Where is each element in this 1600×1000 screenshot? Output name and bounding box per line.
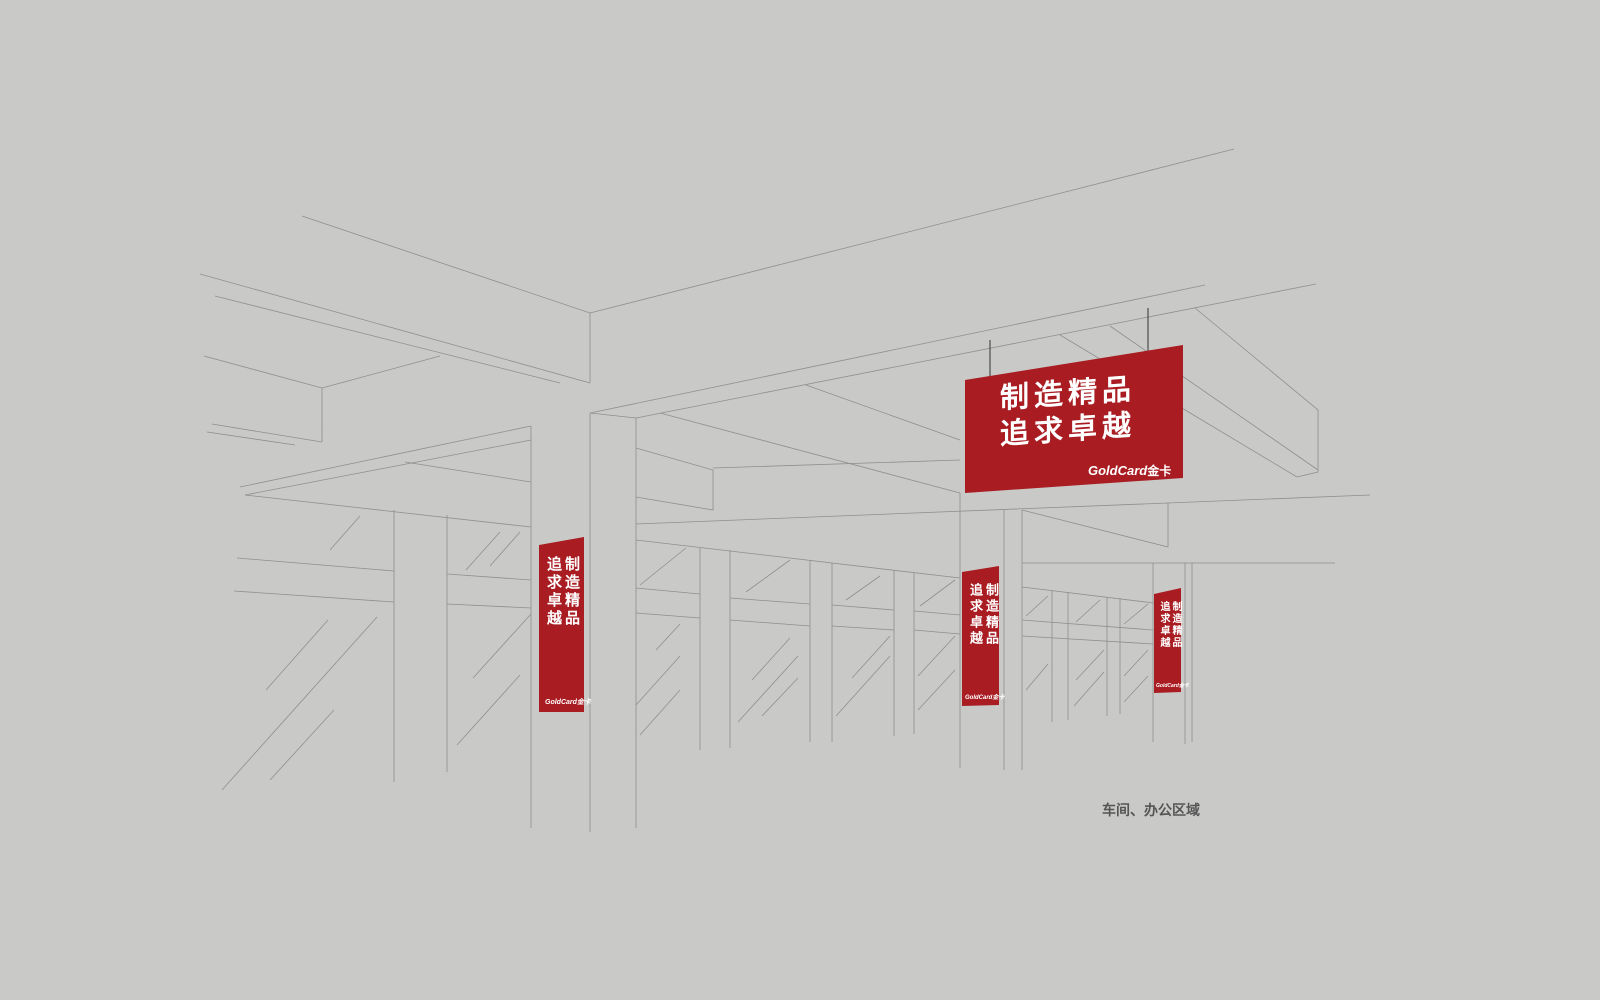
column-banner-1 [539, 537, 584, 712]
brand-cn: 金卡 [1147, 464, 1172, 478]
brand-cn: 金卡 [1178, 683, 1189, 689]
sign-hanging-wires [989, 308, 1149, 378]
banner-1-line-2: 追求卓越 [545, 556, 563, 628]
columns [393, 413, 1193, 832]
banner-3-line-1: 制造精品 [1170, 601, 1181, 649]
brand-cn: 金卡 [992, 695, 1005, 701]
banner-2-brand: GoldCard金卡 [965, 692, 1004, 701]
column-banner-2 [962, 566, 999, 706]
brand-latin: GoldCard [1156, 683, 1179, 689]
column-banner-3 [1154, 588, 1181, 693]
banner-3-text: 制造精品 追求卓越 [1157, 601, 1181, 649]
brand-cn: 金卡 [576, 699, 591, 706]
scene-caption: 车间、办公区域 [1102, 803, 1200, 819]
banner-1-text: 制造精品 追求卓越 [545, 556, 581, 628]
banner-2-line-1: 制造精品 [983, 583, 998, 647]
brand-latin: GoldCard [545, 699, 577, 706]
banner-1-brand: GoldCard金卡 [545, 697, 591, 707]
banner-2-text: 制造精品 追求卓越 [966, 583, 998, 647]
banner-1-line-1: 制造精品 [563, 556, 581, 628]
brand-logo: GoldCard金卡 [1088, 462, 1171, 479]
banner-3-brand: GoldCard金卡 [1156, 682, 1189, 689]
brand-latin: GoldCard [965, 695, 993, 701]
hanging-sign-slogan: 制造精品 追求卓越 [1000, 370, 1136, 452]
banner-3-line-2: 追求卓越 [1158, 601, 1169, 649]
banner-2-line-2: 追求卓越 [967, 583, 982, 647]
ceiling-beams [199, 148, 1371, 604]
hanging-sign-panel [965, 345, 1183, 493]
brand-latin: GoldCard [1088, 463, 1148, 478]
windows [221, 515, 1154, 791]
